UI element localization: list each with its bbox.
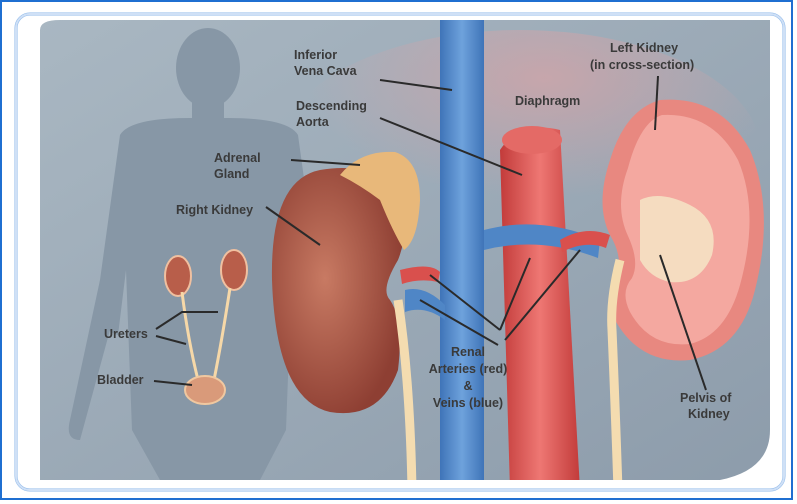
svg-text:Right Kidney: Right Kidney [176,203,253,217]
label-pelvis-line2: Kidney [688,407,730,421]
label-left-kidney-line1: Left Kidney [610,41,678,55]
svg-text:Vena Cava: Vena Cava [294,64,358,78]
svg-text:Bladder: Bladder [97,373,144,387]
label-diaphragm: Diaphragm [515,94,580,108]
svg-text:Gland: Gland [214,167,249,181]
label-inferior-line2: Vena Cava [294,64,358,78]
svg-text:Aorta: Aorta [296,115,330,129]
label-descending-line2: Aorta [296,115,330,129]
inferior-vena-cava [440,20,484,490]
label-renal-line1: Renal [451,345,485,359]
label-renal-line3: & [463,379,472,393]
svg-text:&: & [463,379,472,393]
label-descending-line1: Descending [296,99,367,113]
label-left-kidney-line2: (in cross-section) [590,58,694,72]
label-ureters: Ureters [104,327,148,341]
svg-text:Arteries (red): Arteries (red) [429,362,508,376]
svg-text:Pelvis of: Pelvis of [680,391,732,405]
svg-text:Kidney: Kidney [688,407,730,421]
label-adrenal-line1: Adrenal [214,151,261,165]
svg-text:Diaphragm: Diaphragm [515,94,580,108]
svg-text:Adrenal: Adrenal [214,151,261,165]
svg-text:(in cross-section): (in cross-section) [590,58,694,72]
svg-text:Renal: Renal [451,345,485,359]
svg-text:Inferior: Inferior [294,48,337,62]
svg-text:Ureters: Ureters [104,327,148,341]
label-right-kidney: Right Kidney [176,203,253,217]
svg-text:Descending: Descending [296,99,367,113]
label-renal-line4: Veins (blue) [433,396,503,410]
label-bladder: Bladder [97,373,144,387]
label-renal-line2: Arteries (red) [429,362,508,376]
svg-text:Veins (blue): Veins (blue) [433,396,503,410]
label-adrenal-line2: Gland [214,167,249,181]
label-inferior-line1: Inferior [294,48,337,62]
label-pelvis-line1: Pelvis of [680,391,732,405]
svg-text:Left Kidney: Left Kidney [610,41,678,55]
